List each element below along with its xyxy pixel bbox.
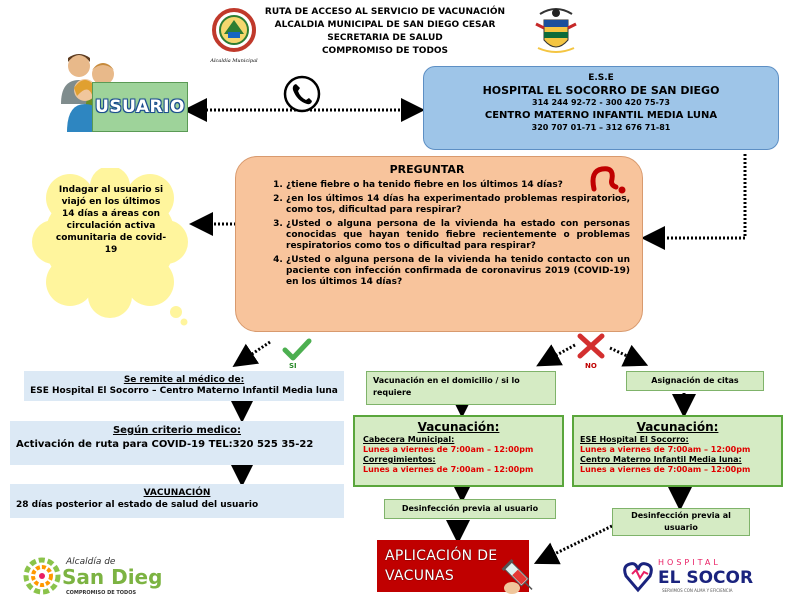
criterio-medico-box: Según criterio medico: Activación de rut… [10,421,344,465]
usuario-label: USUARIO [95,97,185,117]
svg-text:SERVIMOS CON ALMA Y EFICIENCIA: SERVIMOS CON ALMA Y EFICIENCIA [662,588,733,593]
question-4: ¿Usted o alguna persona de la vivienda h… [286,255,630,288]
materno-label: Centro Materno Infantil Media luna: [580,455,742,464]
san-diego-logo: Alcaldía de San Diego COMPROMISO DE TODO… [22,550,176,600]
svg-text:HOSPITAL: HOSPITAL [658,558,721,567]
svg-text:San Diego: San Diego [62,565,162,589]
cabecera-hours: Lunes a viernes de 7:00am – 12:00pm [363,445,534,454]
desinf2-aplic-arrow [533,524,613,565]
phone-icon [283,75,321,113]
svg-text:COMPROMISO DE TODOS: COMPROMISO DE TODOS [66,590,136,596]
no-left-arrow [536,343,576,367]
criterio-text: Activación de ruta para COVID-19 TEL:320… [16,439,314,450]
syringe-icon [500,556,540,600]
vacunacion-posterior-box: VACUNACIÓN 28 días posterior al estado d… [10,484,344,518]
ese-label: E.S.E [588,73,614,83]
vacunacion-posterior-text: 28 días posterior al estado de salud del… [16,500,259,510]
municipal-emblem: Alcaldía Municipal [208,6,260,66]
ese-hospital-phones: 314 244 92-72 - 300 420 75-73 [532,98,670,107]
ese-hospital-box: E.S.E HOSPITAL EL SOCORRO DE SAN DIEGO 3… [423,66,779,150]
materno-hours: Lunes a viernes de 7:00am – 12:00pm [580,465,751,474]
vacunacion-hospital-box: Vacunación: ESE Hospital El Socorro: Lun… [572,415,783,487]
desinfeccion-box-2: Desinfección previa al usuario [612,508,750,536]
cabecera-label: Cabecera Municipal: [363,435,455,444]
question-1: ¿tiene fiebre o ha tenido fiebre en los … [286,180,630,191]
hospital-socorro-logo: HOSPITAL EL SOCORRO SERVIMOS CON ALMA Y … [622,556,781,596]
preguntar-box: PREGUNTAR ¿tiene fiebre o ha tenido fieb… [235,156,643,332]
aplicacion-line-1: APLICACIÓN DE [385,548,498,564]
asignacion-citas-box: Asignación de citas [626,371,764,391]
preguntar-title: PREGUNTAR [389,163,465,176]
criterio-title: Según criterio medico: [112,425,241,436]
ese-hospital-name: HOSPITAL EL SOCORRO DE SAN DIEGO [482,84,720,97]
thought-cloud [30,166,190,326]
header-line-4: COMPROMISO DE TODOS [321,46,449,56]
question-mark-icon [588,163,628,197]
header-title: RUTA DE ACCESO AL SERVICIO DE VACUNACIÓN… [255,6,515,58]
desinfeccion-box-1: Desinfección previa al usuario [384,499,556,519]
no-right-arrow [609,344,649,367]
remite-text: ESE Hospital El Socorro – Centro Materno… [30,386,338,396]
ese-centro-name: CENTRO MATERNO INFANTIL MEDIA LUNA [484,110,718,121]
ese-centro-phones: 320 707 01-71 – 312 676 71-81 [531,123,671,132]
vacunacion-title-1: Vacunación: [417,420,500,434]
svg-text:Alcaldía de: Alcaldía de [65,557,116,567]
hospital-hours: Lunes a viernes de 7:00am – 12:00pm [580,445,751,454]
no-label: NO [585,362,597,370]
vacunacion-posterior-title: VACUNACIÓN [143,488,211,498]
header-line-1: RUTA DE ACCESO AL SERVICIO DE VACUNACIÓN [264,7,506,17]
cloud-text: Indagar al usuario si viajó en los últim… [55,185,167,255]
vacunacion-title-2: Vacunación: [636,420,719,434]
corregimientos-hours: Lunes a viernes de 7:00am – 12:00pm [363,465,534,474]
si-label: SI [289,362,297,370]
check-icon [282,338,312,366]
svg-text:EL SOCORRO: EL SOCORRO [658,568,754,588]
corregimientos-label: Corregimientos: [363,455,436,464]
cross-icon [576,332,606,364]
vacunacion-cabecera-box: Vacunación: Cabecera Municipal: Lunes a … [353,415,564,487]
svg-text:Alcaldía Municipal: Alcaldía Municipal [209,57,258,64]
preguntar-questions: ¿tiene fiebre o ha tenido fiebre en los … [248,180,630,288]
aplicacion-vacunas-box: APLICACIÓN DE VACUNAS [377,540,529,592]
header-line-3: SECRETARIA DE SALUD [327,33,443,43]
remite-title: Se remite al médico de: [123,375,245,385]
colombia-coat-of-arms [530,4,582,60]
usuario-box: USUARIO [92,82,188,132]
hospital-label: ESE Hospital El Socorro: [580,435,689,444]
question-3: ¿Usted o alguna persona de la vivienda h… [286,219,630,252]
domicilio-box: Vacunación en el domicilio / si lo requi… [366,371,556,405]
question-2: ¿en los últimos 14 días ha experimentado… [286,194,630,216]
remite-medico-box: Se remite al médico de: ESE Hospital El … [24,371,344,401]
aplicacion-line-2: VACUNAS [385,568,455,584]
header-line-2: ALCALDIA MUNICIPAL DE SAN DIEGO CESAR [274,20,496,30]
si-arrow [232,340,271,367]
